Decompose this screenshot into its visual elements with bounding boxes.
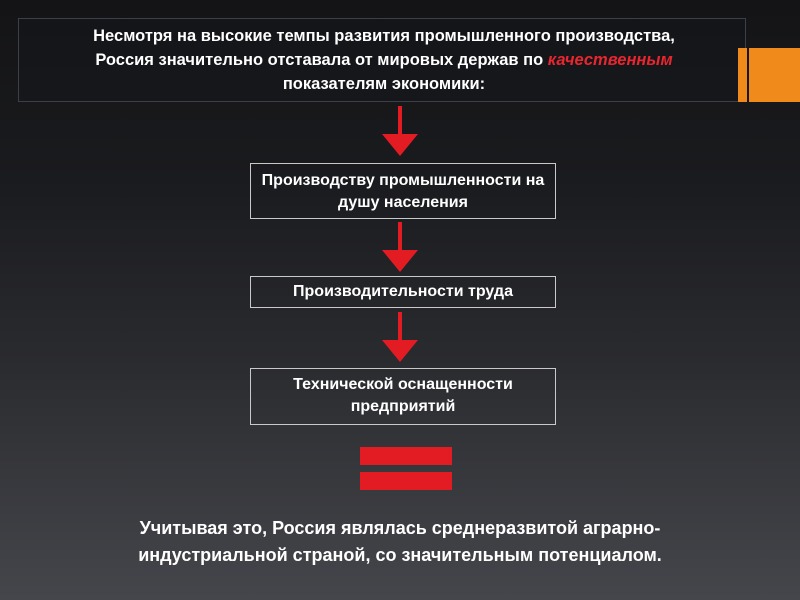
conclusion-text: Учитывая это, Россия являлась среднеразв…: [10, 515, 790, 569]
down-arrow-1: [382, 106, 418, 156]
header-accent-word: качественным: [547, 51, 673, 69]
equals-sign-bottom-bar: [360, 472, 452, 490]
factor-box-per-capita-label: Производству промышленности на душу насе…: [261, 172, 545, 211]
orange-bar-2: [749, 48, 800, 102]
equals-sign-top-bar: [360, 447, 452, 465]
factor-box-per-capita: Производству промышленности на душу насе…: [250, 163, 556, 219]
orange-bar-1: [738, 48, 747, 102]
down-arrow-3: [382, 312, 418, 362]
factor-box-productivity: Производительности труда: [250, 276, 556, 308]
header-line-2-text: Россия значительно отставала от мировых …: [95, 51, 548, 69]
header-frame: [18, 18, 746, 102]
factor-box-productivity-label: Производительности труда: [293, 283, 513, 300]
factor-box-equipment-label: Технической оснащенности предприятий: [293, 376, 513, 415]
header-line-2: Россия значительно отставала от мировых …: [24, 48, 744, 72]
header-line-3: показателям экономики:: [282, 75, 486, 93]
conclusion-line-2: индустриальной страной, со значительным …: [138, 545, 662, 565]
down-arrow-2: [382, 222, 418, 272]
conclusion-line-1: Учитывая это, Россия являлась среднеразв…: [139, 518, 661, 538]
factor-box-equipment: Технической оснащенности предприятий: [250, 368, 556, 425]
header-statement: Несмотря на высокие темпы развития промы…: [24, 24, 744, 96]
header-line-1: Несмотря на высокие темпы развития промы…: [93, 27, 675, 45]
